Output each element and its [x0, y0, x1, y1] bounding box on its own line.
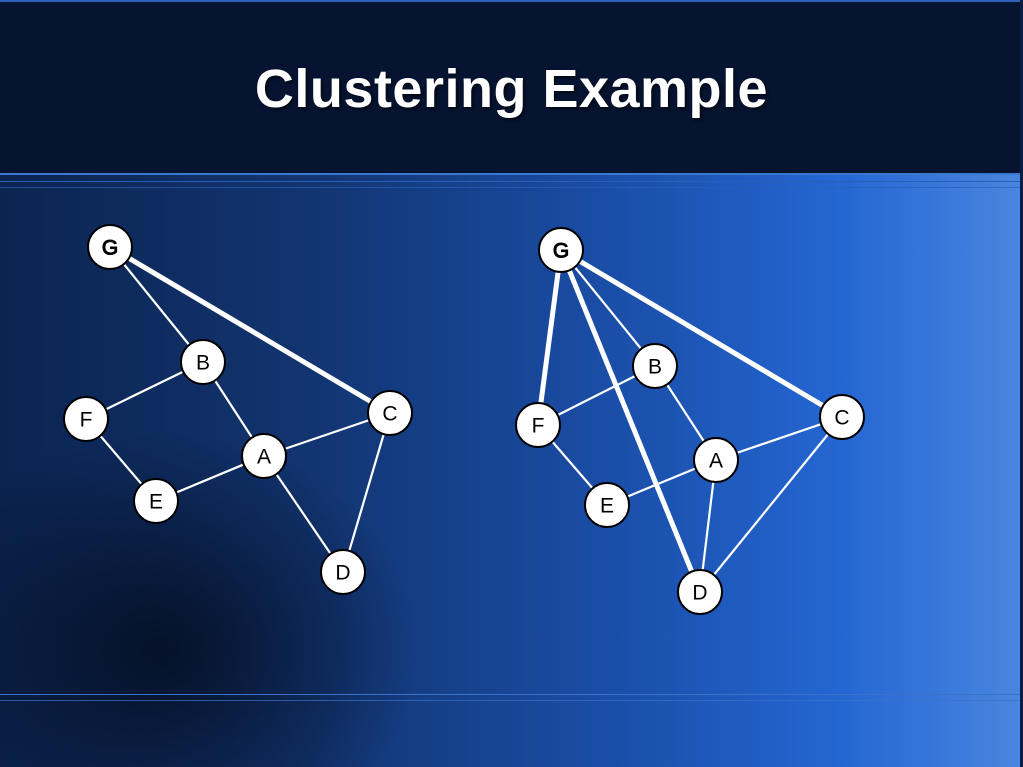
node-circle	[63, 396, 109, 442]
header-divider-thin-2	[0, 187, 1023, 188]
edge-g-c	[558, 247, 845, 420]
node-d: D	[320, 549, 366, 595]
node-circle	[677, 569, 723, 615]
slide-edge	[1020, 0, 1023, 767]
node-circle	[367, 390, 413, 436]
node-a: A	[241, 433, 287, 479]
node-label: A	[709, 450, 723, 473]
edge-g-f	[535, 247, 564, 428]
edge-a-d	[262, 454, 345, 574]
edge-g-b	[108, 245, 205, 364]
node-e: E	[584, 482, 630, 528]
header-divider	[0, 173, 1023, 175]
node-circle	[87, 224, 133, 270]
node-circle	[693, 437, 739, 483]
node-label: A	[257, 446, 271, 469]
node-circle	[819, 394, 865, 440]
node-c: C	[819, 394, 865, 440]
node-label: B	[196, 352, 210, 375]
node-label: E	[149, 491, 163, 514]
node-label: D	[692, 582, 707, 605]
node-g: G	[87, 224, 133, 270]
node-b: B	[632, 343, 678, 389]
node-label: E	[600, 495, 614, 518]
slide-title: Clustering Example	[254, 59, 769, 119]
node-label: F	[532, 415, 545, 438]
node-label: B	[648, 356, 662, 379]
graph-original: G B F C A E D	[63, 224, 413, 595]
edge-c-d	[341, 411, 392, 574]
node-circle	[241, 433, 287, 479]
node-e: E	[133, 478, 179, 524]
node-circle	[133, 478, 179, 524]
footer-divider-2	[0, 700, 1023, 701]
node-circle	[320, 549, 366, 595]
node-label: G	[553, 240, 569, 263]
node-circle	[538, 227, 584, 273]
node-f: F	[515, 402, 561, 448]
node-circle	[515, 402, 561, 448]
graph-clustered: G B F C A E D	[515, 227, 865, 615]
title-bar	[0, 0, 1023, 175]
footer-divider	[0, 694, 1023, 695]
edge-c-d	[698, 415, 844, 594]
node-a: A	[693, 437, 739, 483]
node-d: D	[677, 569, 723, 615]
edge-g-d	[558, 247, 703, 595]
node-label: C	[382, 403, 397, 426]
node-label: F	[80, 409, 93, 432]
header-divider-thin	[0, 181, 1023, 182]
node-circle	[180, 339, 226, 385]
node-circle	[584, 482, 630, 528]
node-c: C	[367, 390, 413, 436]
node-f: F	[63, 396, 109, 442]
node-label: G	[102, 237, 118, 260]
node-circle	[632, 343, 678, 389]
node-label: D	[335, 562, 350, 585]
edge-g-c	[107, 244, 393, 416]
node-label: C	[834, 407, 849, 430]
node-g: G	[538, 227, 584, 273]
edge-g-b	[559, 248, 657, 368]
node-b: B	[180, 339, 226, 385]
